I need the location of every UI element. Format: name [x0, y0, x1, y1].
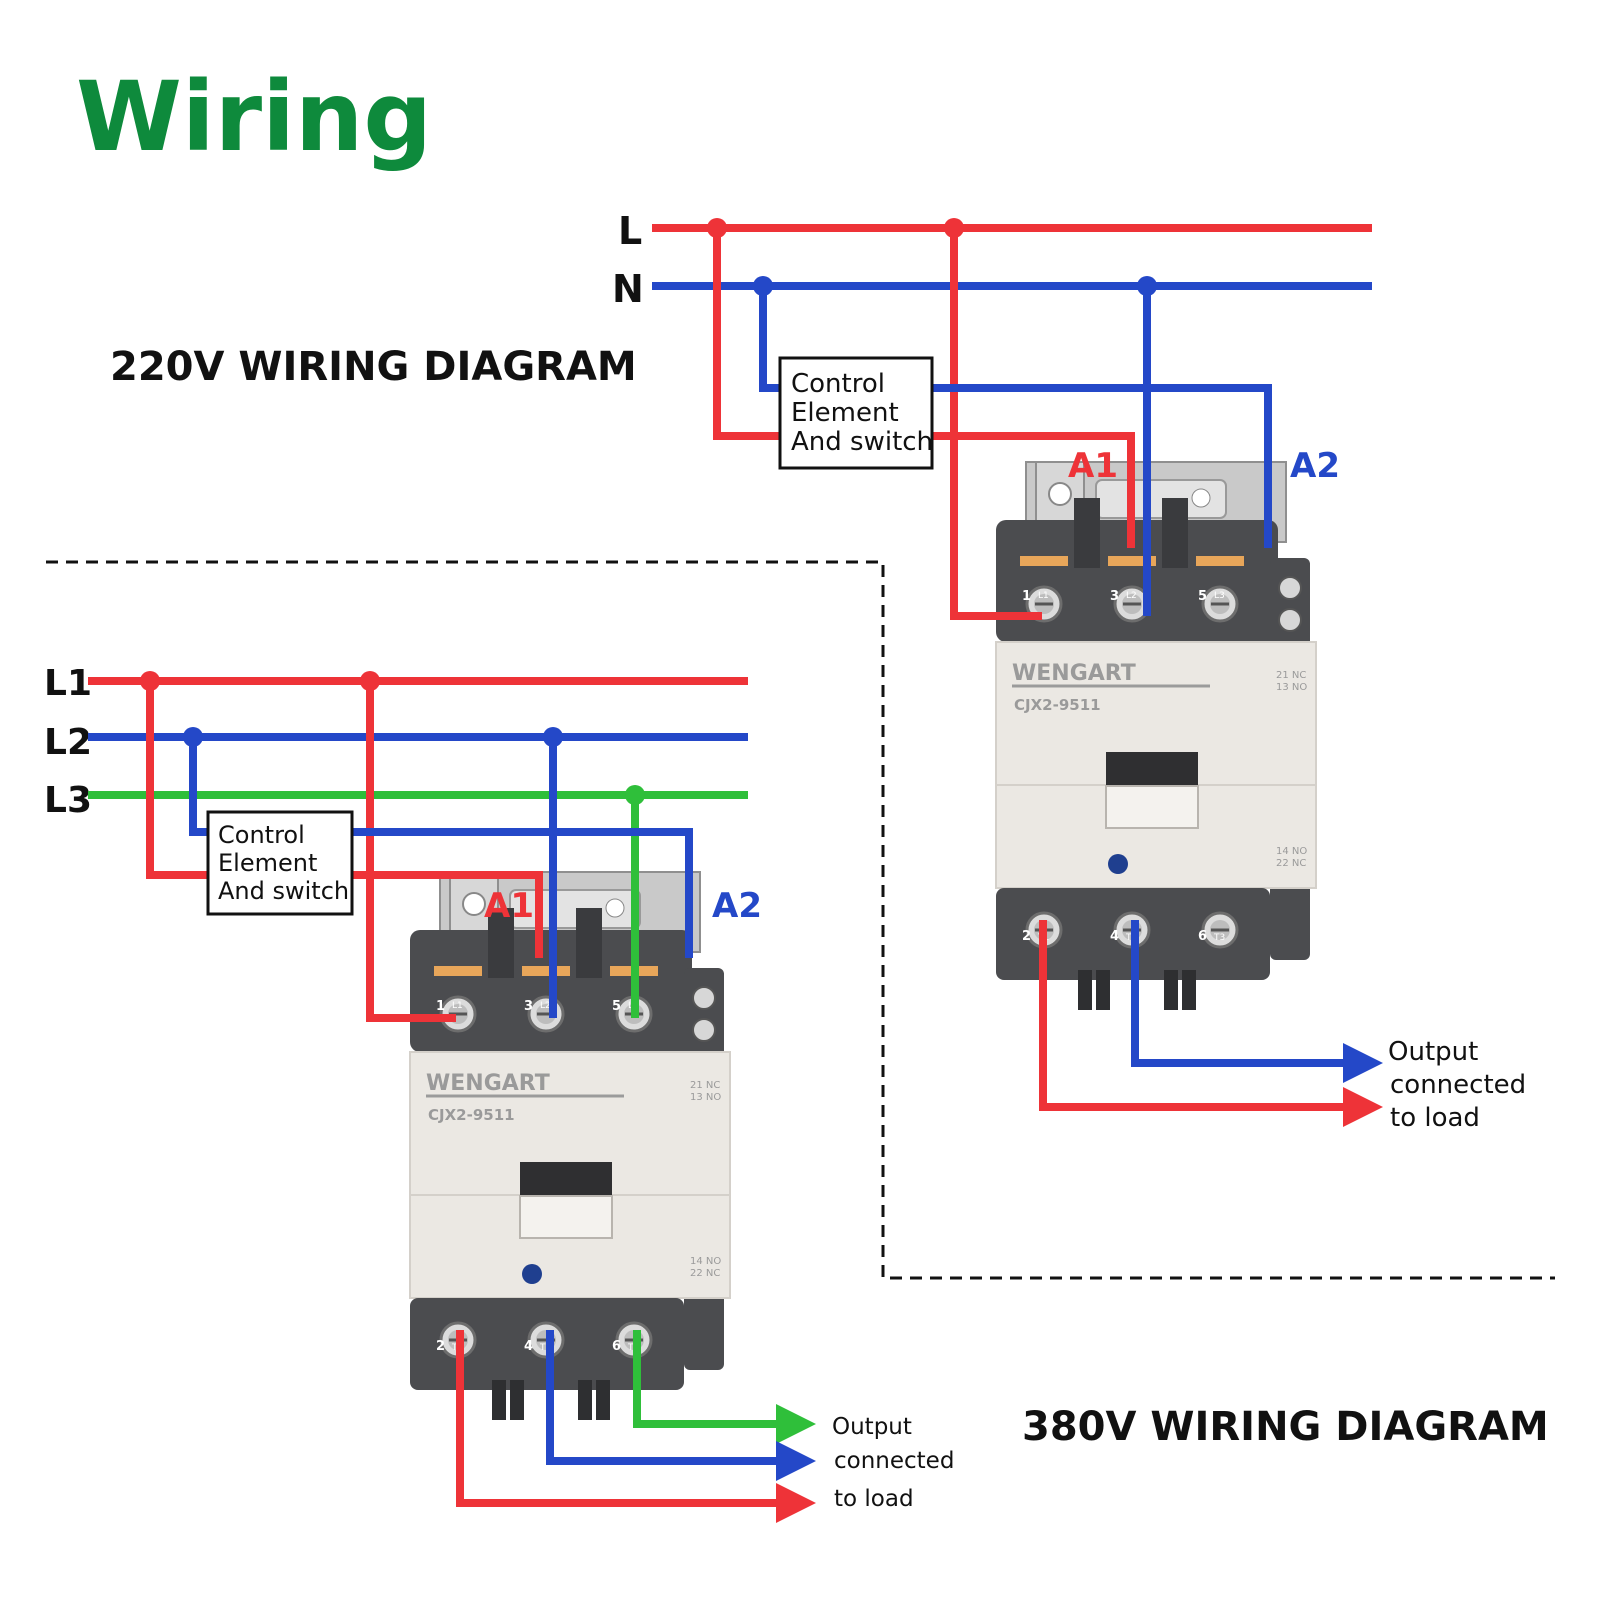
output-wire-blue-220v [1131, 920, 1383, 1083]
aux-label-top-2: 13 NO [690, 1092, 721, 1103]
wire-l-to-terminal-1 [950, 228, 1042, 620]
terminal-t2: T2 [539, 1343, 551, 1353]
line-label-l: L [618, 209, 642, 253]
wire-control-to-a1-380v [352, 871, 543, 958]
control-box-line-3: And switch [218, 877, 349, 905]
terminal-1: 1 [1022, 589, 1031, 604]
wire-control-to-a1 [932, 432, 1135, 548]
contactor-220v: WENGART CJX2-9511 21 NC 13 NO 14 NO 22 N… [996, 462, 1316, 1010]
output-text-1: Output [1388, 1037, 1478, 1067]
wire-l1-to-control [146, 681, 208, 879]
line-label-l3: L3 [44, 780, 92, 821]
output-wire-red-220v [1039, 920, 1383, 1127]
wire-l1-to-terminal-1 [366, 681, 456, 1022]
output-text-3-380v: to load [834, 1486, 914, 1512]
terminal-5: 5 [612, 999, 621, 1014]
output-wire-red-380v [456, 1330, 816, 1523]
terminal-a1-label-380v: A1 [484, 886, 534, 926]
aux-label-top-1: 21 NC [690, 1080, 720, 1091]
terminal-5: 5 [1198, 589, 1207, 604]
terminal-l2: L2 [1126, 591, 1137, 601]
control-box-line-2: Element [791, 398, 899, 428]
wire-control-to-a2 [932, 384, 1272, 548]
dashed-separator [46, 560, 1555, 1280]
terminal-6: 6 [1198, 929, 1207, 944]
terminal-a1-label: A1 [1068, 446, 1118, 486]
terminal-t3: T3 [1213, 933, 1225, 943]
contactor-380v: WENGART CJX2-9511 21 NC 13 NO 14 NO 22 N… [410, 872, 730, 1420]
aux-label-top-2: 13 NO [1276, 682, 1307, 693]
terminal-4: 4 [1110, 929, 1119, 944]
contactor-brand: WENGART [1012, 661, 1136, 686]
output-text-2-380v: connected [834, 1448, 954, 1474]
terminal-2: 2 [1022, 929, 1031, 944]
output-text-3: to load [1390, 1103, 1480, 1133]
control-box-220v: Control Element And switch [778, 356, 934, 470]
wire-control-to-a2-380v [352, 828, 693, 958]
terminal-3: 3 [1110, 589, 1119, 604]
output-wire-green-380v [633, 1330, 816, 1444]
terminal-l1: L1 [452, 1001, 463, 1011]
control-box-line-3: And switch [791, 427, 933, 457]
terminal-3: 3 [524, 999, 533, 1014]
control-box-380v: Control Element And switch [206, 810, 354, 916]
line-label-l2: L2 [44, 722, 92, 763]
output-text-1-380v: Output [832, 1414, 912, 1440]
terminal-l1: L1 [1038, 591, 1049, 601]
control-box-line-1: Control [218, 821, 305, 849]
aux-label-bottom-1: 14 NO [690, 1256, 721, 1267]
contactor-model: CJX2-9511 [428, 1106, 515, 1124]
heading-220v: 220V WIRING DIAGRAM [110, 344, 637, 390]
aux-label-bottom-2: 22 NC [1276, 858, 1306, 869]
line-label-l1: L1 [44, 663, 92, 704]
wire-n-to-control [759, 286, 780, 392]
terminal-l3: L3 [1214, 591, 1225, 601]
terminal-a2-label: A2 [1290, 446, 1340, 486]
aux-label-bottom-1: 14 NO [1276, 846, 1307, 857]
terminal-a2-label-380v: A2 [712, 886, 762, 926]
terminal-6: 6 [612, 1339, 621, 1354]
contactor-brand: WENGART [426, 1071, 550, 1096]
control-box-line-1: Control [791, 369, 885, 399]
terminal-l2: L2 [540, 1001, 551, 1011]
terminal-4: 4 [524, 1339, 533, 1354]
output-text-2: connected [1390, 1070, 1526, 1100]
aux-label-top-1: 21 NC [1276, 670, 1306, 681]
terminal-1: 1 [436, 999, 445, 1014]
aux-label-bottom-2: 22 NC [690, 1268, 720, 1279]
wire-l-to-control [713, 228, 780, 440]
heading-380v: 380V WIRING DIAGRAM [1022, 1404, 1549, 1450]
page-title: Wiring [76, 61, 432, 173]
line-label-n: N [612, 267, 644, 311]
control-box-line-2: Element [218, 849, 317, 877]
output-wire-blue-380v [546, 1330, 816, 1481]
wire-l2-to-control [189, 737, 208, 836]
contactor-model: CJX2-9511 [1014, 696, 1101, 714]
terminal-2: 2 [436, 1339, 445, 1354]
